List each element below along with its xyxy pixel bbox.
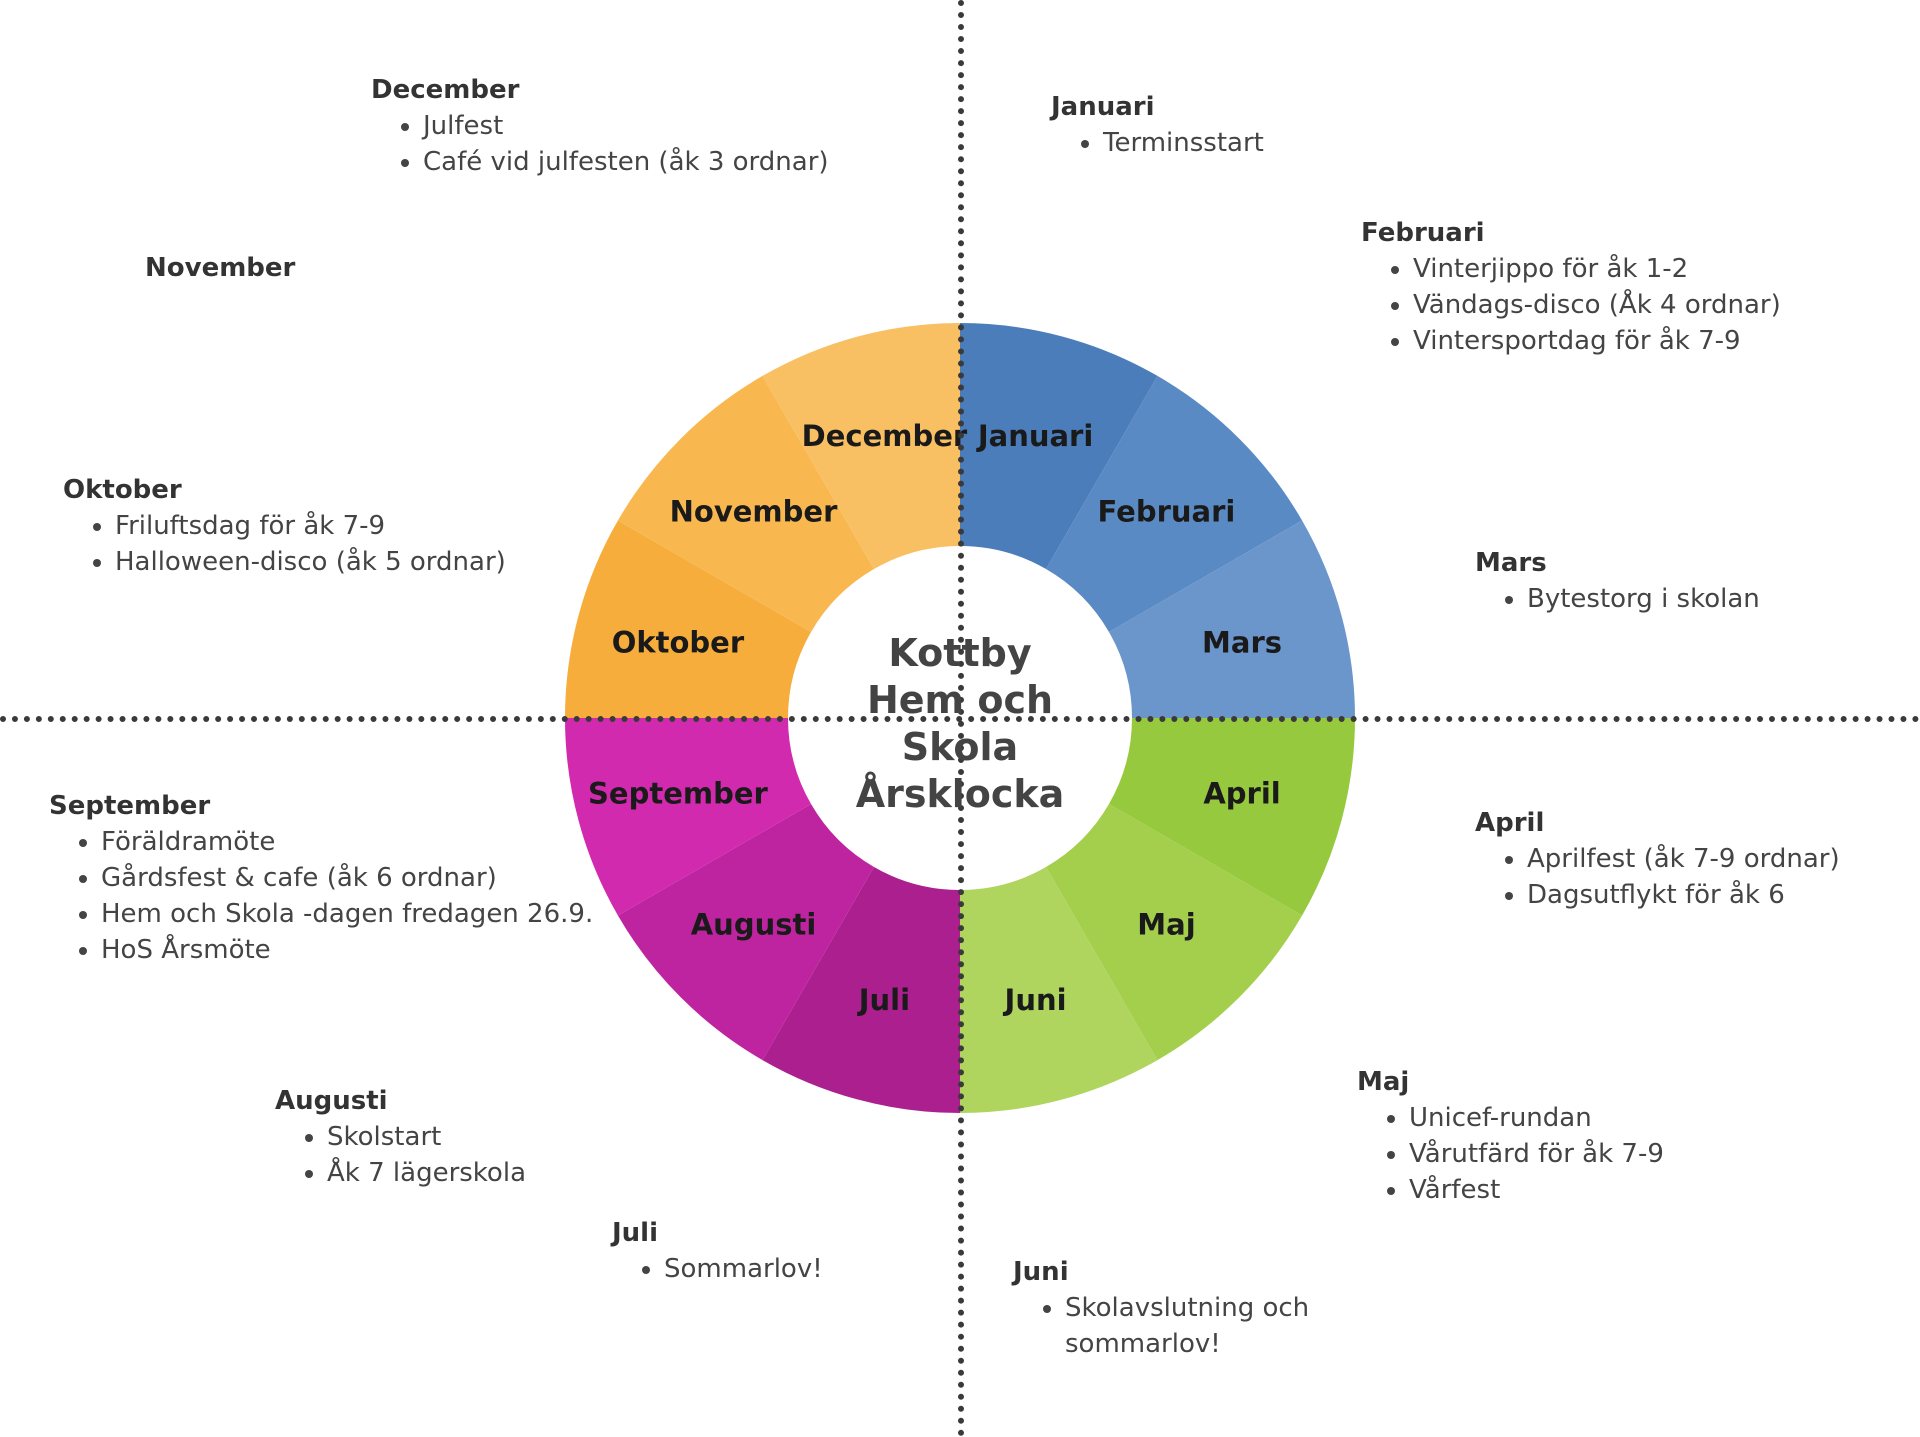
events-mars: Mars Bytestorg i skolan xyxy=(1475,545,1760,617)
events-februari: Februari Vinterjippo för åk 1-2 Vändags-… xyxy=(1361,215,1781,359)
event-month-title: April xyxy=(1475,808,1545,838)
event-item: Vårfest xyxy=(1409,1172,1664,1208)
event-month-title: Oktober xyxy=(63,475,182,505)
wheel-segment-januari xyxy=(960,323,1158,570)
wheel-label-juli: Juli xyxy=(857,983,910,1017)
event-item: Café vid julfesten (åk 3 ordnar) xyxy=(423,144,829,180)
wheel-label-januari: Januari xyxy=(976,419,1093,453)
event-list: Föräldramöte Gårdsfest & cafe (åk 6 ordn… xyxy=(49,824,593,968)
event-month-title: December xyxy=(371,75,520,105)
center-title-line: Hem och xyxy=(866,678,1054,722)
wheel-segment-februari xyxy=(1046,375,1303,632)
event-list: Friluftsdag för åk 7-9 Halloween-disco (… xyxy=(63,508,506,580)
events-oktober: Oktober Friluftsdag för åk 7-9 Halloween… xyxy=(63,472,506,580)
events-juli: Juli Sommarlov! xyxy=(612,1215,823,1287)
wheel-center-title: Kottby Hem och Skola Årsklocka xyxy=(830,630,1090,818)
wheel-label-april: April xyxy=(1203,777,1280,811)
event-item: Hem och Skola -dagen fredagen 26.9. xyxy=(101,896,593,932)
horizontal-dotted-divider xyxy=(0,716,1920,722)
event-month-title: Maj xyxy=(1357,1067,1410,1097)
event-item: Halloween-disco (åk 5 ordnar) xyxy=(115,544,506,580)
wheel-label-februari: Februari xyxy=(1098,495,1236,529)
event-list: Skolstart Åk 7 lägerskola xyxy=(275,1119,526,1191)
event-item: Föräldramöte xyxy=(101,824,593,860)
wheel-segment-april xyxy=(1108,718,1355,916)
event-item: Terminsstart xyxy=(1103,125,1264,161)
events-augusti: Augusti Skolstart Åk 7 lägerskola xyxy=(275,1083,526,1191)
event-item: Unicef-rundan xyxy=(1409,1100,1664,1136)
event-list: Unicef-rundan Vårutfärd för åk 7-9 Vårfe… xyxy=(1357,1100,1664,1208)
wheel-label-december: December xyxy=(802,419,968,453)
wheel-label-juni: Juni xyxy=(1003,983,1067,1017)
wheel-segment-december xyxy=(762,323,960,570)
event-month-title: Augusti xyxy=(275,1086,388,1116)
events-november: November xyxy=(145,250,295,286)
wheel-label-september: September xyxy=(588,777,768,811)
wheel-label-augusti: Augusti xyxy=(691,907,817,941)
wheel-label-maj: Maj xyxy=(1137,907,1195,941)
wheel-segment-augusti xyxy=(617,804,874,1061)
events-maj: Maj Unicef-rundan Vårutfärd för åk 7-9 V… xyxy=(1357,1064,1664,1208)
event-month-title: Mars xyxy=(1475,548,1547,578)
event-list: Terminsstart xyxy=(1051,125,1264,161)
wheel-label-oktober: Oktober xyxy=(612,625,745,659)
center-title-line: Årsklocka xyxy=(855,772,1065,816)
event-list: Sommarlov! xyxy=(612,1251,823,1287)
events-december: December Julfest Café vid julfesten (åk … xyxy=(371,72,829,180)
event-item: Vinterjippo för åk 1-2 xyxy=(1413,251,1781,287)
event-month-title: Juli xyxy=(612,1218,659,1248)
event-item: Dagsutflykt för åk 6 xyxy=(1527,877,1840,913)
event-month-title: Januari xyxy=(1051,92,1155,122)
events-september: September Föräldramöte Gårdsfest & cafe … xyxy=(49,788,593,968)
event-list: Vinterjippo för åk 1-2 Vändags-disco (Åk… xyxy=(1361,251,1781,359)
wheel-segment-juli xyxy=(762,866,960,1113)
wheel-segment-november xyxy=(617,375,874,632)
event-item: Bytestorg i skolan xyxy=(1527,581,1760,617)
wheel-segment-oktober xyxy=(565,520,812,718)
event-list: Julfest Café vid julfesten (åk 3 ordnar) xyxy=(371,108,829,180)
event-item: Gårdsfest & cafe (åk 6 ordnar) xyxy=(101,860,593,896)
wheel-label-november: November xyxy=(670,495,838,529)
events-april: April Aprilfest (åk 7-9 ordnar) Dagsutfl… xyxy=(1475,805,1840,913)
events-januari: Januari Terminsstart xyxy=(1051,89,1264,161)
event-item: Skolstart xyxy=(327,1119,526,1155)
event-list: Bytestorg i skolan xyxy=(1475,581,1760,617)
wheel-label-mars: Mars xyxy=(1202,625,1282,659)
event-month-title: September xyxy=(49,791,211,821)
event-item: Skolavslutning och sommarlov! xyxy=(1065,1290,1343,1362)
event-item: Julfest xyxy=(423,108,829,144)
event-list: Skolavslutning och sommarlov! xyxy=(1013,1290,1343,1362)
event-month-title: November xyxy=(145,253,296,283)
center-title-line: Skola xyxy=(901,725,1019,769)
wheel-segment-september xyxy=(565,718,812,916)
event-item: Åk 7 lägerskola xyxy=(327,1155,526,1191)
wheel-segment-juni xyxy=(960,866,1158,1113)
event-month-title: Juni xyxy=(1013,1257,1069,1287)
event-item: Vändags-disco (Åk 4 ordnar) xyxy=(1413,287,1781,323)
event-month-title: Februari xyxy=(1361,218,1485,248)
event-list: Aprilfest (åk 7-9 ordnar) Dagsutflykt fö… xyxy=(1475,841,1840,913)
center-title-line: Kottby xyxy=(888,631,1032,675)
event-item: Sommarlov! xyxy=(664,1251,823,1287)
event-item: HoS Årsmöte xyxy=(101,932,593,968)
wheel-segment-mars xyxy=(1108,520,1355,718)
event-item: Vårutfärd för åk 7-9 xyxy=(1409,1136,1664,1172)
event-item: Aprilfest (åk 7-9 ordnar) xyxy=(1527,841,1840,877)
events-juni: Juni Skolavslutning och sommarlov! xyxy=(1013,1254,1343,1362)
event-item: Friluftsdag för åk 7-9 xyxy=(115,508,506,544)
wheel-segment-maj xyxy=(1046,804,1303,1061)
event-item: Vintersportdag för åk 7-9 xyxy=(1413,323,1781,359)
